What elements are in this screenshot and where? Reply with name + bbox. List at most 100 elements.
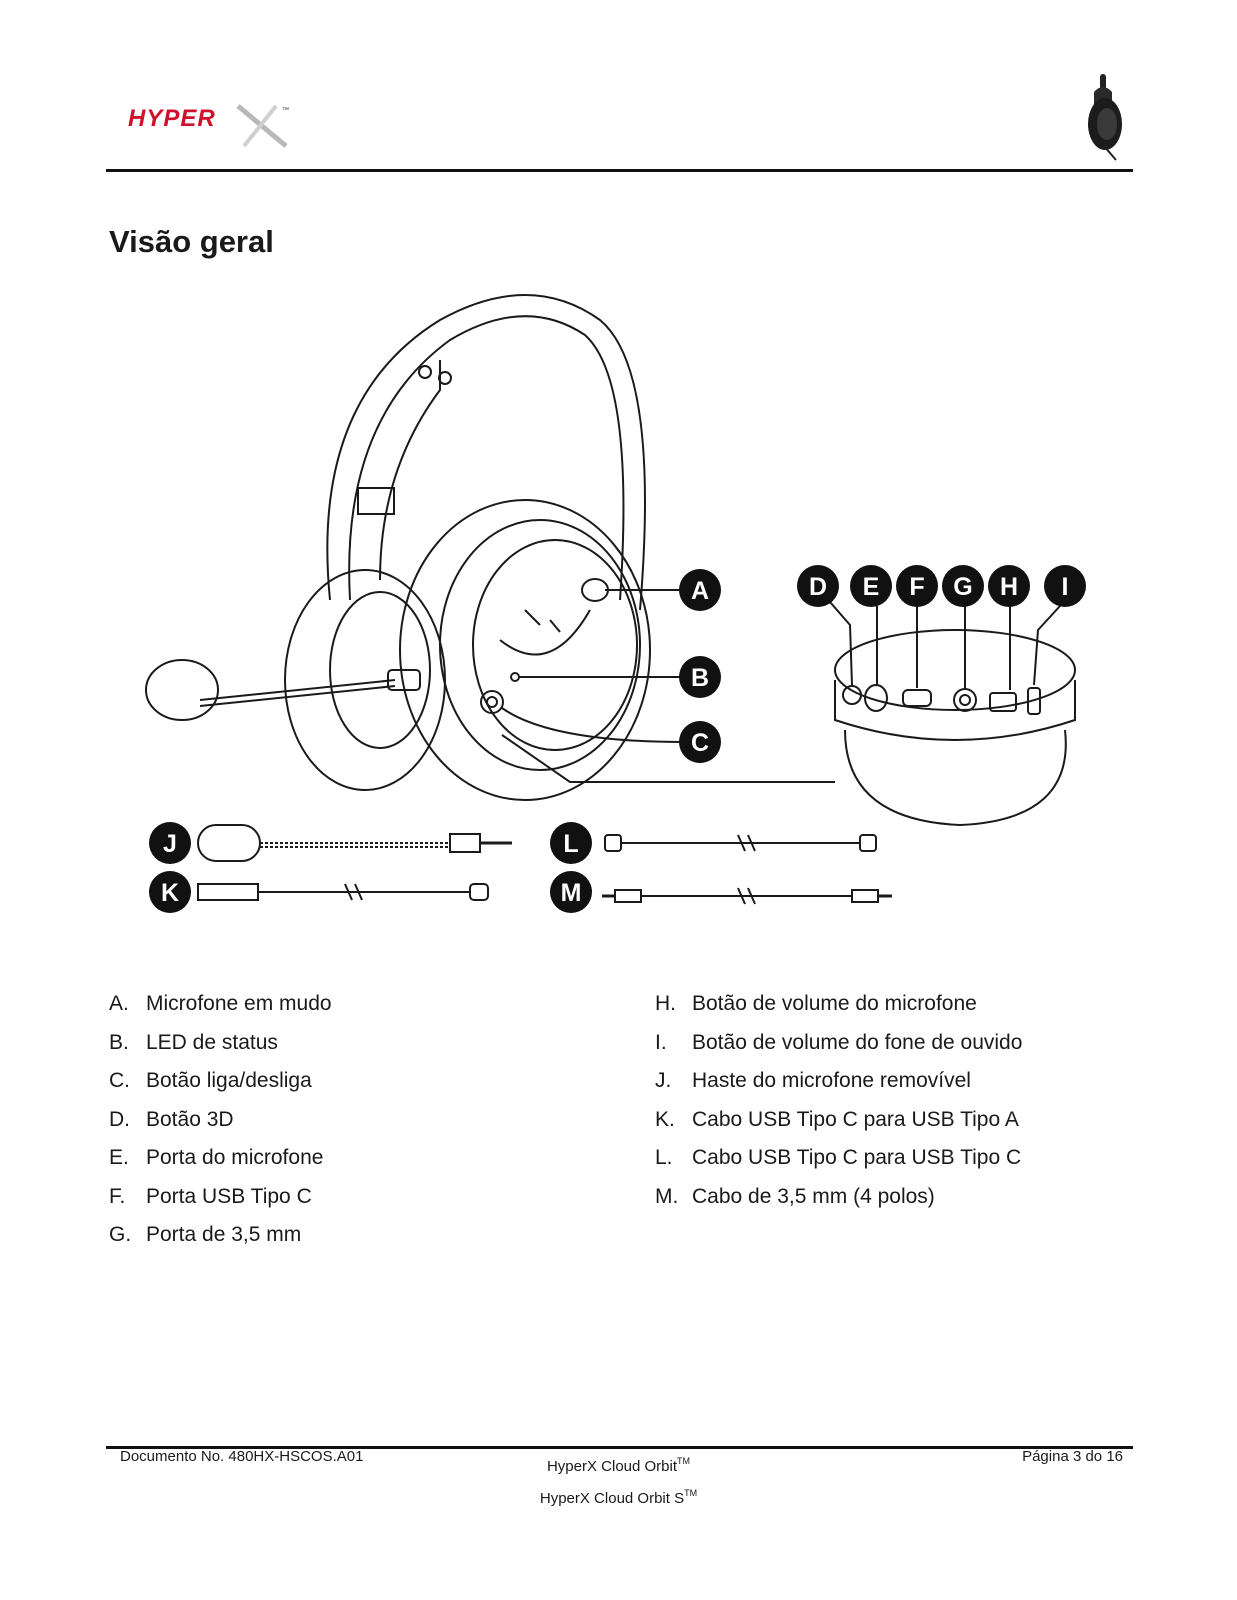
page-number: Página 3 do 16: [1022, 1448, 1123, 1465]
status-led: [510, 672, 520, 682]
mic-volume-wheel: [989, 692, 1017, 712]
cup-logo: [524, 609, 561, 633]
audio-plug-right: [851, 889, 879, 903]
legend-item: E. Porta do microfone: [109, 1146, 332, 1185]
legend-item: A. Microfone em mudo: [109, 992, 332, 1031]
svg-text:HYPER: HYPER: [128, 105, 216, 132]
legend-letter: K.: [655, 1107, 675, 1131]
trademark-mark: TM: [677, 1456, 691, 1466]
legend-letter: A.: [109, 992, 129, 1015]
legend-letter: G.: [109, 1223, 132, 1246]
callout-l: L: [550, 822, 592, 864]
port-3-5mm-inner: [959, 694, 971, 706]
legend-text: Haste do microfone removível: [692, 1069, 971, 1092]
legend-letter: B.: [109, 1030, 129, 1054]
near-earcup: [399, 499, 651, 801]
power-button: [480, 690, 504, 714]
callout-label: L: [563, 830, 578, 858]
cable-break: [344, 883, 363, 901]
legend-letter: I.: [655, 1030, 667, 1054]
document-number: Documento No. 480HX-HSCOS.A01: [120, 1448, 364, 1465]
headband-dot: [438, 371, 452, 385]
legend-letter: L.: [655, 1146, 673, 1169]
product-name-line: HyperX Cloud Orbit STM: [0, 1480, 1237, 1512]
callout-f: F: [896, 565, 938, 607]
hinge: [357, 487, 395, 515]
headband-outline: [326, 294, 646, 611]
headset-overview-figure: A B C D E F G H I J K L M: [140, 280, 1100, 945]
callout-label: J: [163, 830, 177, 858]
footer-divider: [106, 1446, 1133, 1449]
legend-text: Porta de 3,5 mm: [146, 1223, 302, 1246]
legend-text: Porta do microfone: [146, 1146, 324, 1169]
leader-c: [501, 707, 686, 743]
callout-label: A: [691, 577, 709, 605]
power-button-inner: [486, 696, 498, 708]
callout-label: E: [863, 573, 880, 601]
legend-text: Botão liga/desliga: [146, 1069, 312, 1092]
legend-item: D. Botão 3D: [109, 1108, 332, 1147]
cable-break: [737, 887, 756, 905]
product-line-2: HyperX Cloud Orbit S: [539, 1490, 685, 1507]
headset-thumbnail-icon: [1080, 72, 1130, 169]
legend-item: B. LED de status: [109, 1031, 332, 1070]
usb-c-plug-right: [859, 834, 877, 852]
leader-d: [829, 601, 853, 686]
callout-label: B: [691, 664, 709, 692]
legend-item: J.Haste do microfone removível: [655, 1069, 1022, 1108]
near-earcup-face: [472, 539, 638, 751]
callout-c: C: [679, 721, 721, 763]
callout-label: K: [161, 879, 179, 907]
callout-label: C: [691, 729, 709, 757]
port-3d-button: [842, 685, 862, 705]
mic-boom: [199, 679, 396, 701]
legend-item: M. Cabo de 3,5 mm (4 polos): [655, 1185, 1022, 1224]
callout-m: M: [550, 871, 592, 913]
callout-label: F: [909, 573, 924, 601]
near-earcup-ring: [439, 519, 641, 771]
product-line-1: HyperX Cloud Orbit: [546, 1458, 678, 1475]
legend-text: Microfone em mudo: [146, 992, 332, 1015]
callout-label: G: [953, 573, 972, 601]
legend-item: K. Cabo USB Tipo C para USB Tipo A: [655, 1108, 1022, 1147]
legend-text: LED de status: [146, 1030, 278, 1054]
callout-k: K: [149, 871, 191, 913]
port-usb-c: [902, 689, 932, 707]
legend-right: H.Botão de volume do microfone I.Botão d…: [655, 992, 1022, 1223]
cable-break: [737, 834, 756, 852]
legend-letter: M.: [655, 1184, 679, 1208]
legend-item: G. Porta de 3,5 mm: [109, 1223, 332, 1262]
legend-letter: C.: [109, 1069, 130, 1092]
legend-letter: E.: [109, 1146, 129, 1169]
legend-item: I. Botão de volume do fone de ouvido: [655, 1031, 1022, 1070]
mute-switch: [581, 578, 609, 602]
legend-text: Botão de volume do fone de ouvido: [692, 1030, 1023, 1054]
leader-i: [1033, 605, 1061, 686]
callout-a: A: [679, 569, 721, 611]
header-divider: [106, 169, 1133, 172]
legend-text: Porta USB Tipo C: [146, 1184, 312, 1208]
legend-item: F.Porta USB Tipo C: [109, 1185, 332, 1224]
cup-logo-arc: [499, 609, 591, 656]
product-name-line: HyperX Cloud OrbitTM: [0, 1448, 1237, 1480]
legend-letter: D.: [109, 1107, 130, 1131]
legend-text: Cabo USB Tipo C para USB Tipo C: [692, 1146, 1022, 1169]
headphone-volume-wheel: [1027, 687, 1041, 715]
accessory-mic-cable: [260, 842, 450, 848]
callout-e: E: [850, 565, 892, 607]
callout-i: I: [1044, 565, 1086, 607]
legend-letter: H.: [655, 992, 676, 1015]
usb-c-plug-left: [604, 834, 622, 852]
callout-j: J: [149, 822, 191, 864]
legend-text: Cabo USB Tipo C para USB Tipo A: [692, 1107, 1019, 1131]
legend-text: Cabo de 3,5 mm (4 polos): [692, 1184, 935, 1208]
usb-c-plug: [469, 883, 489, 901]
product-name: HyperX Cloud OrbitTM HyperX Cloud Orbit …: [0, 1448, 1237, 1512]
svg-text:™: ™: [282, 107, 289, 114]
legend-item: C. Botão liga/desliga: [109, 1069, 332, 1108]
accessory-mic-boom: [197, 824, 261, 862]
legend-text: Botão 3D: [146, 1107, 234, 1131]
headband-dot: [418, 365, 432, 379]
leader-side: [501, 734, 835, 783]
callout-label: M: [561, 879, 582, 907]
